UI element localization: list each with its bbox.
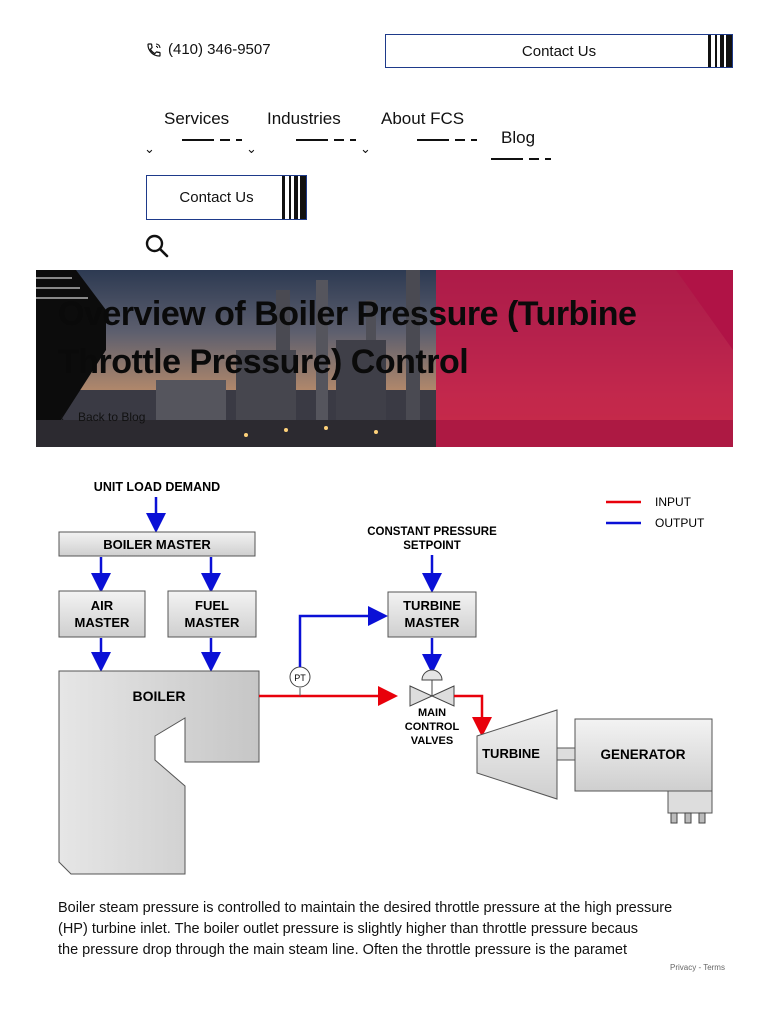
fuel-master-label-1: FUEL [195, 598, 229, 613]
article-body: Boiler steam pressure is controlled to m… [58, 898, 708, 964]
arrow-left-icon[interactable]: ‹ [60, 410, 64, 424]
button-stripes [708, 35, 732, 67]
nav-blog[interactable]: Blog [501, 128, 536, 147]
nav-about-fcs[interactable]: About FCS [381, 109, 465, 128]
contact-us-button-nav[interactable]: Contact Us [146, 175, 307, 220]
article-line-1: Boiler steam pressure is controlled to m… [58, 900, 673, 916]
generator-label: GENERATOR [600, 747, 685, 762]
boiler-master-box [58, 531, 256, 557]
turbine-label: TURBINE [482, 746, 540, 761]
chevron-down-icon[interactable]: ⌄ [360, 141, 371, 156]
fuel-master-label-2: MASTER [185, 615, 241, 630]
contact-us-label: Contact Us [179, 189, 254, 206]
generator-box [574, 718, 713, 792]
nav-underline [182, 139, 246, 141]
turbine-master-box [387, 591, 477, 638]
pt-label: PT [294, 673, 306, 683]
turbine-shape [476, 709, 558, 800]
valves-label-2: CONTROL [405, 721, 460, 733]
turbine-master-label-1: TURBINE [403, 598, 461, 613]
hero-banner: Overview of Boiler Pressure (Turbine Thr… [36, 270, 733, 447]
air-master-box [58, 590, 146, 638]
legend-input-label: INPUT [655, 495, 692, 509]
air-master-label-2: MASTER [75, 615, 131, 630]
nav-underline [296, 139, 360, 141]
chevron-down-icon[interactable]: ⌄ [246, 141, 257, 156]
nav-industries[interactable]: Industries [267, 109, 341, 128]
boiler-shape [58, 670, 260, 875]
setpoint-label-2: SETPOINT [403, 540, 461, 552]
page-title: Overview of Boiler Pressure (Turbine Thr… [58, 295, 637, 381]
phone-number: (410) 346-9507 [168, 41, 271, 58]
search-icon[interactable] [144, 233, 170, 259]
article-line-3: the pressure drop through the main steam… [58, 942, 628, 958]
recaptcha-privacy-terms[interactable]: Privacy - Terms [670, 963, 725, 972]
nav-underline [491, 158, 555, 160]
chevron-down-icon[interactable]: ⌄ [144, 141, 155, 156]
boiler-pressure-diagram: UNIT LOAD DEMAND BOILER MASTER AIR MASTE… [57, 470, 714, 882]
button-stripes [282, 176, 306, 219]
contact-us-button-header[interactable]: Contact Us [385, 34, 733, 68]
hero-accent-shape [436, 270, 733, 447]
setpoint-label-1: CONSTANT PRESSURE [367, 526, 497, 538]
boiler-master-label: BOILER MASTER [103, 537, 211, 552]
fuel-master-box [167, 590, 257, 638]
nav-underline [417, 139, 481, 141]
contact-us-label: Contact Us [521, 42, 597, 60]
air-master-label-1: AIR [91, 598, 114, 613]
back-to-blog-link[interactable]: Back to Blog [78, 410, 146, 424]
article-line-2: (HP) turbine inlet. The boiler outlet pr… [58, 921, 639, 937]
main-control-valve [409, 669, 455, 707]
phone-link[interactable]: (410) 346-9507 [146, 41, 271, 58]
valves-label-3: VALVES [411, 735, 453, 747]
boiler-label: BOILER [133, 688, 186, 704]
unit-load-demand-label: UNIT LOAD DEMAND [94, 480, 220, 494]
turbine-master-label-2: MASTER [405, 615, 461, 630]
valves-label-1: MAIN [418, 707, 446, 719]
phone-icon [147, 42, 161, 57]
nav-services[interactable]: Services [164, 109, 230, 128]
hero-arrow-shape [676, 270, 733, 350]
legend-output-label: OUTPUT [655, 516, 705, 530]
